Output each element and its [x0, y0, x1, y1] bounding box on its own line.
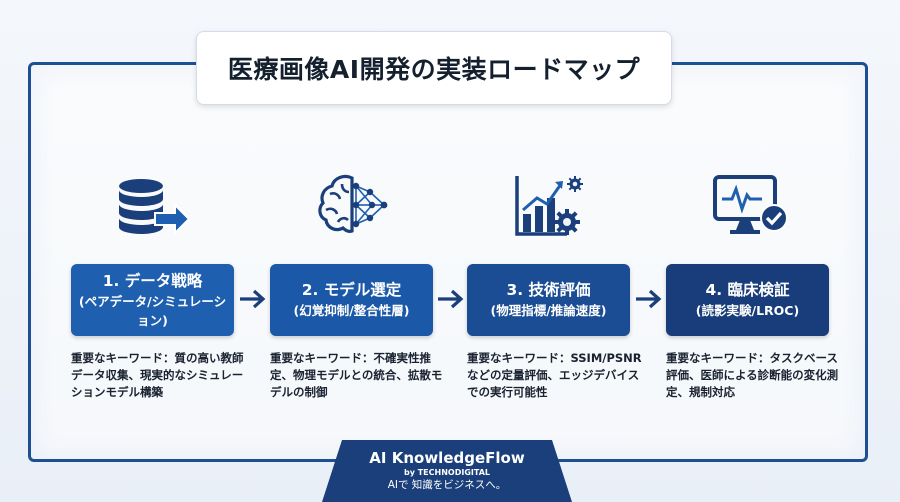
page-title: 医療画像AI開発の実装ロードマップ: [227, 55, 641, 84]
arrow-right-icon: [438, 289, 464, 309]
step-3-title: 3. 技術評価: [506, 281, 591, 299]
arrow-right-icon: [240, 289, 266, 309]
roadmap-frame: [28, 62, 868, 462]
footer-brand: AI KnowledgeFlow: [369, 449, 525, 467]
step-3-subtitle: (物理指標/推論速度): [490, 303, 607, 318]
step-4-title: 4. 臨床検証: [705, 281, 790, 299]
step-2-box: 2. モデル選定 (幻覚抑制/整合性層): [270, 264, 433, 336]
monitor-check-icon: [713, 175, 788, 234]
step-4-subtitle: (読影実験/LROC): [695, 303, 800, 318]
arrow-right-icon: [636, 289, 662, 309]
title-box: 医療画像AI開発の実装ロードマップ: [196, 31, 672, 105]
step-1-title: 1. データ戦略: [102, 271, 203, 290]
footer-by: by TECHNODIGITAL: [404, 468, 490, 477]
footer-tagline: AIで 知識をビジネスへ。: [387, 479, 507, 491]
step-1-description: 重要なキーワード：質の高い教師データ収集、現実的なシミュレーションモデル構築: [71, 351, 244, 399]
step-4-description: 重要なキーワード：タスクベース評価、医師による診断能の変化測定、規制対応: [666, 351, 839, 399]
footer-badge: AI KnowledgeFlow by TECHNODIGITAL AIで 知識…: [322, 440, 572, 502]
chart-gear-icon: [515, 176, 583, 236]
step-1-subtitle: (ペアデータ/シミュレーション): [78, 293, 227, 328]
step-2-description: 重要なキーワード：不確実性推定、物理モデルとの統合、拡散モデルの制御: [270, 351, 443, 399]
brain-network-icon: [318, 174, 388, 233]
database-export-icon: [119, 179, 191, 236]
step-3-description: 重要なキーワード：SSIM/PSNRなどの定量評価、エッジデバイスでの実行可能性: [467, 351, 642, 399]
step-2-subtitle: (幻覚抑制/整合性層): [293, 303, 410, 318]
step-1-box: 1. データ戦略 (ペアデータ/シミュレーション): [71, 264, 234, 336]
step-3-box: 3. 技術評価 (物理指標/推論速度): [467, 264, 630, 336]
step-2-title: 2. モデル選定: [301, 281, 402, 299]
step-4-box: 4. 臨床検証 (読影実験/LROC): [666, 264, 829, 336]
